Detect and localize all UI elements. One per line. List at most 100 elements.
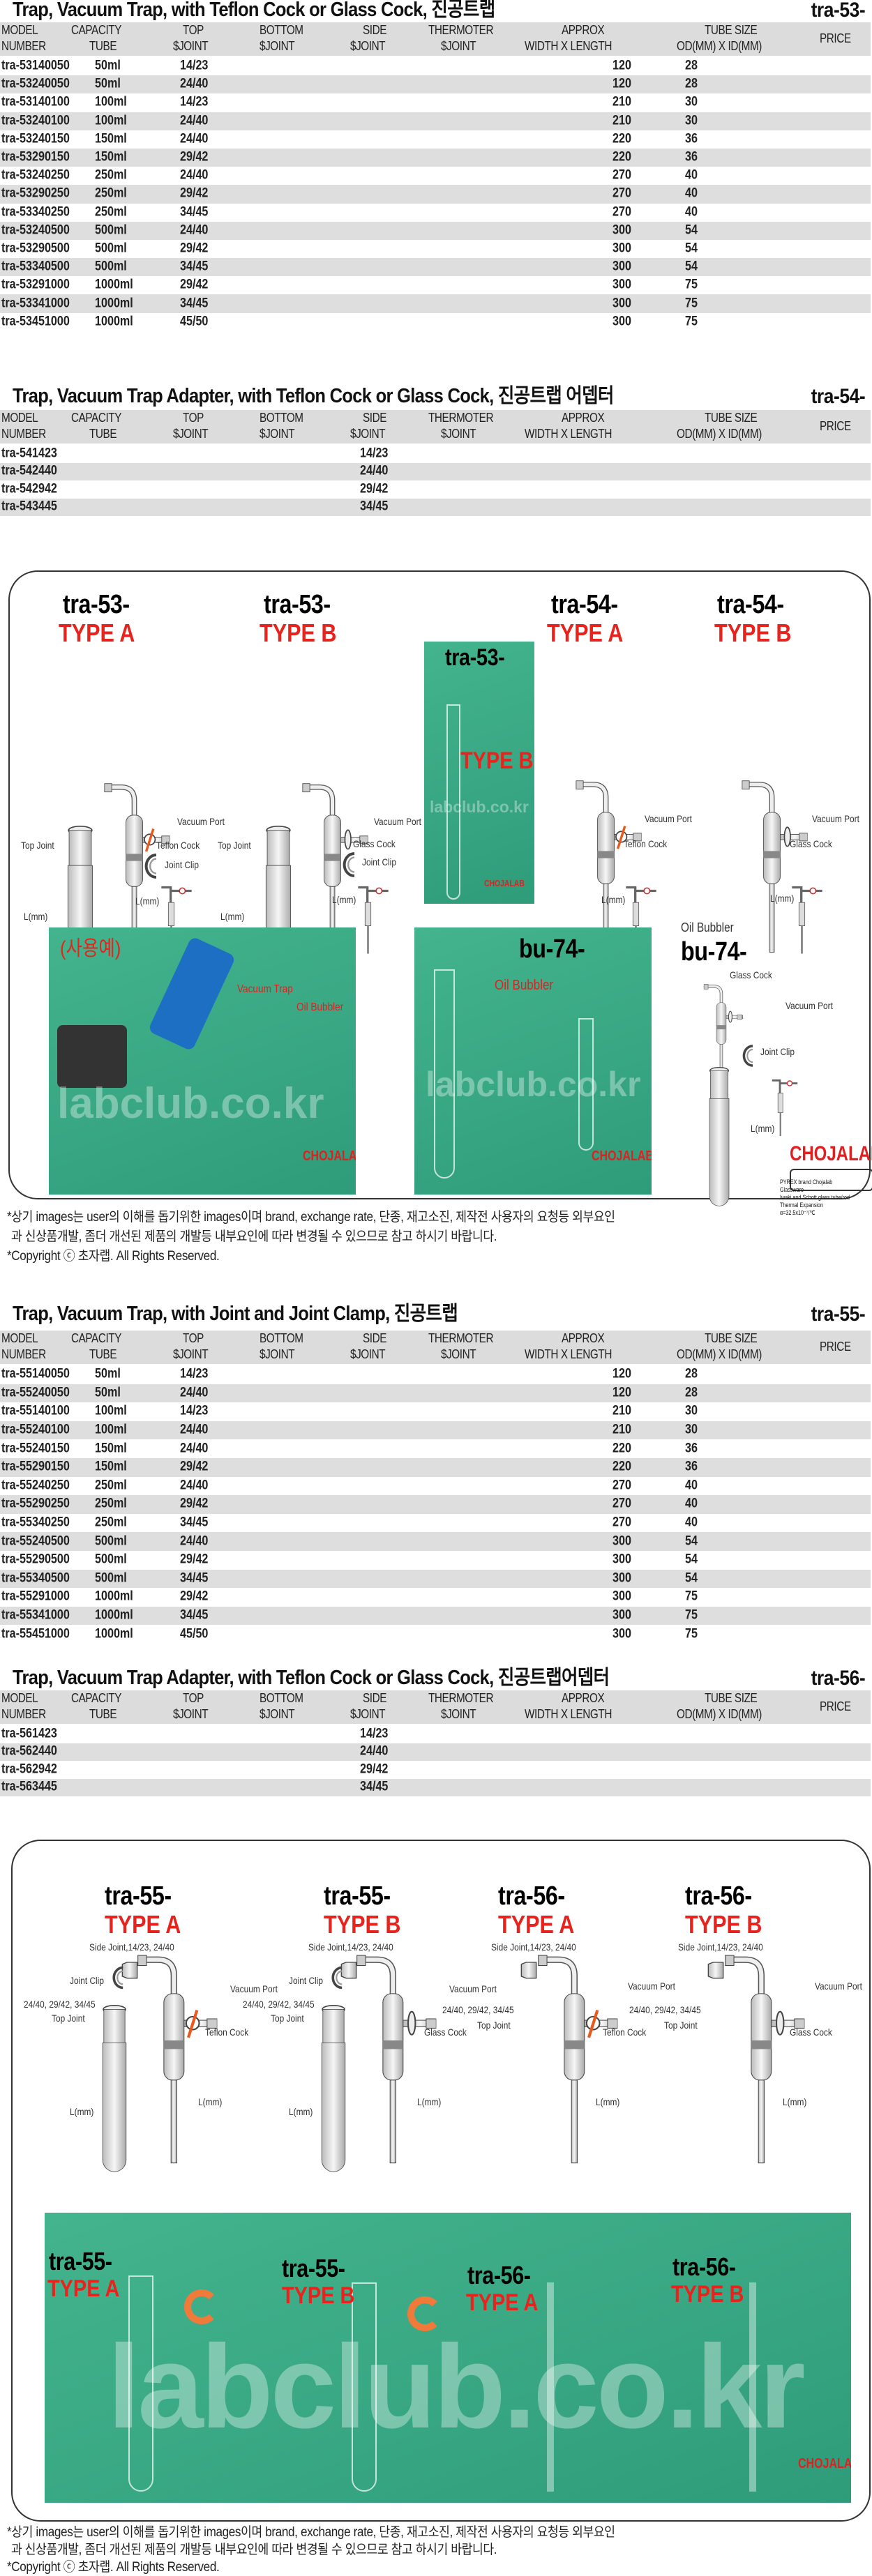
header-capacity: TUBE xyxy=(89,427,117,441)
tube-size: 28 xyxy=(685,1366,698,1381)
tube-size: 40 xyxy=(685,1515,698,1530)
model-code: tra-56- xyxy=(672,2252,736,2281)
top-joint: 24/40 xyxy=(180,222,209,238)
top-joint: 24/40 xyxy=(180,113,209,128)
length-label: L(mm) xyxy=(24,911,48,922)
approx-length: 210 xyxy=(612,95,631,110)
vacuum-port-label: Vacuum Port xyxy=(645,813,692,824)
top-joint: 29/42 xyxy=(180,1497,209,1512)
model-number: tra-55290150 xyxy=(1,1459,70,1474)
header-approx: APPROX xyxy=(562,23,605,37)
mini-diagram xyxy=(770,1067,799,1144)
top-joint: 14/23 xyxy=(180,1404,209,1419)
top-joint: 24/40 xyxy=(180,1441,209,1456)
top-joint: 45/50 xyxy=(180,314,209,329)
length-label: L(mm) xyxy=(770,893,795,904)
cock-label: Glass Cock xyxy=(790,2026,832,2038)
glass-cock-label: Glass Cock xyxy=(790,838,832,849)
tube-size: 54 xyxy=(685,259,698,274)
type-label: TYPE B xyxy=(460,748,534,774)
oil-bubbler-title: Oil Bubbler xyxy=(681,920,734,934)
header-thermo: THERMOTER xyxy=(428,1691,494,1705)
approx-length: 210 xyxy=(612,113,631,128)
header-thermo: THERMOTER xyxy=(428,1331,494,1345)
capacity: 250ml xyxy=(95,1515,127,1530)
tube-size: 54 xyxy=(685,1552,698,1567)
top-joint: 34/45 xyxy=(180,259,209,274)
section-title: Trap, Vacuum Trap Adapter, with Teflon C… xyxy=(13,385,614,407)
top-joint-sizes-label: 24/40, 29/42, 34/45 xyxy=(24,1999,96,2010)
section-title: Trap, Vacuum Trap Adapter, with Teflon C… xyxy=(13,1667,610,1689)
approx-length: 210 xyxy=(612,1404,631,1419)
vacuum-port-label: Vacuum Port xyxy=(449,1983,497,1994)
top-joint: 24/40 xyxy=(180,1478,209,1493)
top-joint-label: Top Joint xyxy=(21,840,54,851)
model-number: tra-53140100 xyxy=(1,95,70,110)
tube-size: 40 xyxy=(685,185,698,201)
length-label: L(mm) xyxy=(783,2096,807,2107)
top-joint: 45/50 xyxy=(180,1626,209,1642)
header-thermo: $JOINT xyxy=(441,427,476,441)
header-price: PRICE xyxy=(820,419,851,433)
section-code: tra-56- xyxy=(811,1667,865,1690)
section-code: tra-55- xyxy=(811,1303,865,1326)
model-code: tra-55- xyxy=(282,2254,345,2282)
top-joint: 29/42 xyxy=(180,277,209,292)
capacity: 50ml xyxy=(95,58,121,73)
brand-logo: CHOJALAB xyxy=(798,2456,851,2471)
section-title: Trap, Vacuum Trap, with Joint and Joint … xyxy=(13,1303,458,1325)
top-joint: 24/40 xyxy=(180,131,209,146)
header-approx: APPROX xyxy=(562,1691,605,1705)
usage-example-photo: (사용예) Vacuum Trap Oil Bubbler labclub.co… xyxy=(49,927,356,1195)
model-number: tra-53240150 xyxy=(1,131,70,146)
capacity: 1000ml xyxy=(95,296,133,311)
cock-label: Teflon Cock xyxy=(603,2026,647,2038)
glass-cock-diagram xyxy=(702,1954,806,2170)
vacuum-port-label: Vacuum Port xyxy=(374,816,421,827)
header-price: PRICE xyxy=(820,1699,851,1713)
header-approx: APPROX xyxy=(562,411,605,425)
tube-size: 40 xyxy=(685,1497,698,1512)
top-joint-label: Top Joint xyxy=(477,2020,511,2031)
tube-size: 54 xyxy=(685,241,698,256)
tube-size: 54 xyxy=(685,222,698,238)
joint-clip-icon xyxy=(738,1043,758,1068)
model-number: tra-55240100 xyxy=(1,1422,70,1437)
length-label: L(mm) xyxy=(601,894,626,905)
tube-size: 75 xyxy=(685,1589,698,1604)
top-joint: 14/23 xyxy=(180,58,209,73)
tube-size: 28 xyxy=(685,76,698,91)
side-joint-label: Side Joint,14/23, 24/40 xyxy=(89,1941,174,1953)
approx-length: 300 xyxy=(612,296,631,311)
capacity: 500ml xyxy=(95,1570,127,1586)
capacity: 150ml xyxy=(95,131,127,146)
model-number: tra-53340250 xyxy=(1,204,70,220)
header-tube: TUBE SIZE xyxy=(705,1331,758,1345)
disclaimer-line-1: *상기 images는 user의 이해를 돕기위한 images이며 bran… xyxy=(7,1210,615,1225)
tube-size: 75 xyxy=(685,1607,698,1623)
model-code: tra-53- xyxy=(264,590,331,619)
header-side: SIDE xyxy=(363,23,387,37)
side-joint: 34/45 xyxy=(360,1779,389,1794)
top-joint: 34/45 xyxy=(180,1515,209,1530)
header-price: PRICE xyxy=(820,31,851,45)
product-photo-strip: tra-55- TYPE A tra-55- TYPE B tra-56- TY… xyxy=(45,2213,851,2503)
approx-length: 300 xyxy=(612,1626,631,1642)
length-label: L(mm) xyxy=(417,2096,442,2107)
type-label: TYPE A xyxy=(547,619,624,647)
approx-length: 270 xyxy=(612,185,631,201)
top-joint: 24/40 xyxy=(180,167,209,183)
model-number: tra-53290150 xyxy=(1,149,70,165)
approx-length: 270 xyxy=(612,167,631,183)
model-number: tra-53290500 xyxy=(1,241,70,256)
header-approx: WIDTH X LENGTH xyxy=(525,1707,612,1721)
